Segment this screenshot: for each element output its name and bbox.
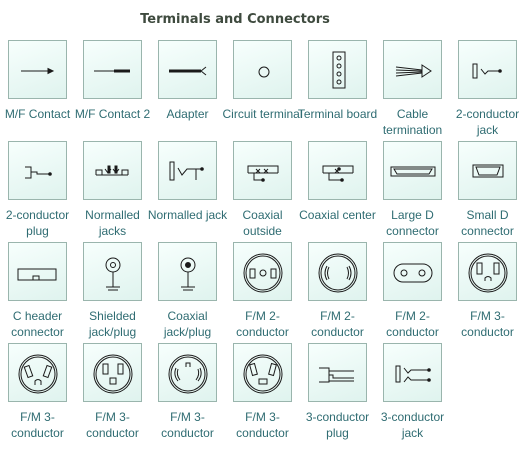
fm-3-conductor-c-icon [83,343,142,402]
fm-3-conductor-b-icon [8,343,67,402]
shape-label: F/M 3-conductor [161,410,214,440]
normalled-jacks-icon [83,141,142,200]
shape-label: Shielded jack/plug [88,309,137,339]
shape-three-conductor-plug[interactable]: 3-conductor plug [300,343,375,443]
shape-fm-3-conductor-e[interactable]: F/M 3-conductor [225,343,300,443]
shape-label: F/M 3-conductor [11,410,64,440]
shape-label: Terminal board [297,107,378,121]
shape-label: 2-conductor plug [5,208,70,238]
two-conductor-jack-icon [458,40,517,99]
shape-shielded-jack-plug[interactable]: Shielded jack/plug [75,242,150,342]
shape-normalled-jack[interactable]: Normalled jack [147,141,228,241]
shape-label: C header connector [11,309,64,339]
shape-fm-3-conductor-c[interactable]: F/M 3-conductor [75,343,150,443]
shape-mf-contact-2[interactable]: M/F Contact 2 [75,40,150,140]
shape-cable-termination[interactable]: Cable termination [375,40,450,140]
shape-terminal-board[interactable]: Terminal board [297,40,378,140]
panel-title: Terminals and Connectors [140,12,330,27]
shape-fm-2-conductor-a[interactable]: F/M 2-conductor [225,242,300,342]
large-d-connector-icon [383,141,442,200]
shape-label: F/M 2-conductor [311,309,364,339]
mf-contact-icon [8,40,67,99]
normalled-jack-icon [158,141,217,200]
shape-label: F/M 3-conductor [461,309,514,339]
coaxial-jack-plug-icon [158,242,217,301]
shape-label: Adapter [166,107,209,121]
shape-label: 3-conductor plug [305,410,370,440]
shape-label: Circuit terminal [222,107,303,121]
shape-c-header-connector[interactable]: C header connector [0,242,75,342]
fm-3-conductor-e-icon [233,343,292,402]
fm-3-conductor-a-icon [458,242,517,301]
shape-small-d-connector[interactable]: Small D connector [450,141,525,241]
circuit-terminal-icon [233,40,292,99]
shape-large-d-connector[interactable]: Large D connector [375,141,450,241]
fm-3-conductor-d-icon [158,343,217,402]
three-conductor-plug-icon [308,343,367,402]
shape-label: Coaxial center [299,208,376,222]
two-conductor-plug-icon [8,141,67,200]
coaxial-center-icon [308,141,367,200]
fm-2-conductor-b-icon [308,242,367,301]
c-header-connector-icon [8,242,67,301]
small-d-connector-icon [458,141,517,200]
shape-coaxial-jack-plug[interactable]: Coaxial jack/plug [150,242,225,342]
shape-mf-contact[interactable]: M/F Contact [0,40,75,140]
shape-label: M/F Contact 2 [74,107,151,121]
shape-label: Large D connector [386,208,439,238]
shape-circuit-terminal[interactable]: Circuit terminal [222,40,303,140]
fm-2-conductor-c-icon [383,242,442,301]
shape-fm-3-conductor-a[interactable]: F/M 3-conductor [450,242,525,342]
shape-two-conductor-plug[interactable]: 2-conductor plug [0,141,75,241]
adapter-icon [158,40,217,99]
shape-label: F/M 2-conductor [386,309,439,339]
coaxial-outside-icon [233,141,292,200]
terminal-board-icon [308,40,367,99]
shape-label: Small D connector [461,208,514,238]
shape-label: F/M 3-conductor [236,410,289,440]
shape-label: Coaxial jack/plug [163,309,212,339]
shape-fm-3-conductor-d[interactable]: F/M 3-conductor [150,343,225,443]
mf-contact-2-icon [83,40,142,99]
shape-normalled-jacks[interactable]: Normalled jacks [75,141,150,241]
shape-label: M/F Contact [4,107,71,121]
shape-label: Normalled jack [147,208,228,222]
shape-coaxial-outside[interactable]: Coaxial outside [225,141,300,241]
shape-coaxial-center[interactable]: Coaxial center [299,141,376,241]
shape-two-conductor-jack[interactable]: 2-conductor jack [450,40,525,140]
shape-label: F/M 3-conductor [86,410,139,440]
shape-label: 2-conductor jack [455,107,520,137]
shape-label: F/M 2-conductor [236,309,289,339]
shape-adapter[interactable]: Adapter [150,40,225,140]
shape-fm-2-conductor-c[interactable]: F/M 2-conductor [375,242,450,342]
shape-label: Coaxial outside [242,208,283,238]
shape-label: Normalled jacks [85,208,140,238]
shape-three-conductor-jack[interactable]: 3-conductor jack [375,343,450,443]
shielded-jack-plug-icon [83,242,142,301]
fm-2-conductor-a-icon [233,242,292,301]
cable-termination-icon [383,40,442,99]
shape-label: 3-conductor jack [380,410,445,440]
shape-fm-2-conductor-b[interactable]: F/M 2-conductor [300,242,375,342]
three-conductor-jack-icon [383,343,442,402]
shape-label: Cable termination [382,107,443,137]
shape-fm-3-conductor-b[interactable]: F/M 3-conductor [0,343,75,443]
